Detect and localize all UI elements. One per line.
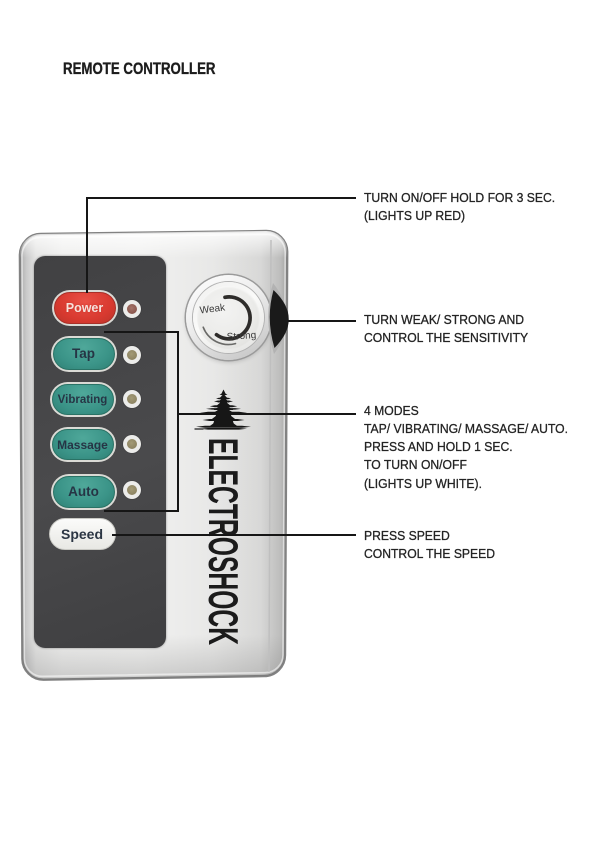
svg-text:Weak: Weak (199, 302, 227, 316)
svg-text:ELECTROSHOCK: ELECTROSHOCK (199, 438, 245, 645)
svg-text:Strong: Strong (226, 329, 256, 342)
